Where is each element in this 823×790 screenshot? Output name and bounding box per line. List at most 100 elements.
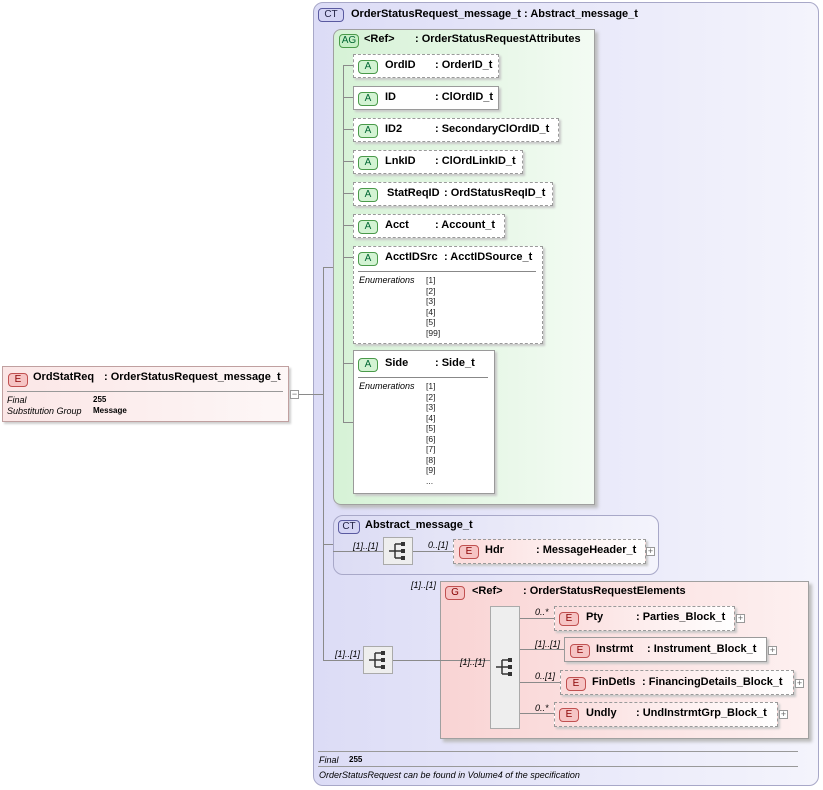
element-name: Undly — [586, 707, 617, 719]
enum-value: [8] — [426, 454, 436, 465]
enum-value: [3] — [426, 296, 436, 306]
footer-final-value: 255 — [349, 755, 363, 764]
attribute-type: : OrderID_t — [435, 59, 493, 71]
attribute-type: : AcctIDSource_t — [444, 251, 533, 263]
enumerations-label: Enumerations — [359, 381, 415, 391]
attribute-badge: A — [358, 60, 378, 74]
prop-value-final: 255 — [93, 395, 107, 404]
prop-label-final: Final — [7, 395, 27, 405]
attribute-type: : SecondaryClOrdID_t — [435, 123, 550, 135]
enum-value: [2] — [426, 391, 436, 402]
element-instrmt[interactable]: E Instrmt : Instrument_Block_t — [564, 637, 767, 662]
enum-value: [5] — [426, 317, 436, 327]
sequence-compositor[interactable] — [383, 537, 413, 565]
attribute-statreqid[interactable]: A StatReqID : OrdStatusReqID_t — [353, 182, 553, 206]
attribute-type: : OrdStatusReqID_t — [444, 187, 546, 199]
element-undly[interactable]: E Undly : UndInstrmtGrp_Block_t — [554, 702, 778, 727]
element-type: : Parties_Block_t — [636, 611, 726, 623]
inner-sequence-compositor[interactable] — [490, 606, 520, 729]
attribute-name: LnkID — [385, 155, 416, 167]
element-cardinality: 0..* — [535, 607, 549, 617]
divider — [318, 751, 798, 752]
attribute-ordid[interactable]: A OrdID : OrderID_t — [353, 54, 499, 78]
root-element-type: : OrderStatusRequest_message_t — [104, 371, 281, 383]
connector — [299, 394, 323, 395]
connector — [520, 713, 554, 714]
enum-value: [2] — [426, 285, 436, 296]
element-cardinality: 0..[1] — [535, 671, 556, 681]
element-badge: E — [559, 708, 579, 722]
element-badge: E — [559, 612, 579, 626]
attribute-badge: A — [358, 124, 378, 138]
footnote: OrderStatusRequest can be found in Volum… — [319, 770, 580, 780]
connector — [343, 225, 353, 226]
attribute-name: Acct — [385, 219, 409, 231]
sequence-icon — [389, 542, 405, 560]
attribute-acct[interactable]: A Acct : Account_t — [353, 214, 505, 238]
attribute-side[interactable]: A Side : Side_t Enumerations [1] [2] [3]… — [353, 350, 495, 494]
enum-value: [1] — [426, 275, 436, 285]
element-badge: E — [459, 545, 479, 559]
root-element-box[interactable]: E OrdStatReq : OrderStatusRequest_messag… — [2, 366, 289, 422]
divider — [318, 766, 798, 767]
element-type: : Instrument_Block_t — [647, 643, 757, 655]
attribute-id[interactable]: A ID : ClOrdID_t — [353, 86, 499, 110]
enum-value: [4] — [426, 412, 436, 423]
element-type: : MessageHeader_t — [536, 544, 637, 556]
attribute-badge: A — [358, 252, 378, 266]
collapse-toggle[interactable]: − — [290, 389, 299, 399]
connector — [343, 65, 353, 66]
attribute-lnkid[interactable]: A LnkID : ClOrdLinkID_t — [353, 150, 523, 174]
expand-toggle[interactable]: + — [736, 613, 745, 623]
element-type: : FinancingDetails_Block_t — [642, 676, 783, 688]
connector — [333, 551, 383, 552]
element-cardinality: 0..[1] — [428, 540, 449, 550]
element-badge: E — [8, 373, 28, 387]
connector — [343, 257, 353, 258]
attribute-badge: A — [358, 220, 378, 234]
expand-toggle[interactable]: + — [768, 645, 777, 655]
attribute-name: StatReqID — [387, 187, 440, 199]
attribute-acctidsrc[interactable]: A AcctIDSrc : AcctIDSource_t Enumeration… — [353, 246, 543, 344]
abstract-badge: CT — [338, 520, 360, 534]
expand-toggle[interactable]: + — [795, 678, 804, 688]
divider — [358, 377, 488, 378]
divider — [7, 391, 283, 392]
enumerations-label: Enumerations — [359, 275, 415, 285]
element-cardinality: [1]..[1] — [535, 639, 561, 649]
divider — [358, 271, 536, 272]
expand-toggle[interactable]: + — [646, 546, 655, 556]
prop-value-substitution-group: Message — [93, 406, 127, 415]
attribute-badge: A — [358, 92, 378, 106]
footer-final-label: Final — [319, 755, 339, 765]
attribute-name: ID2 — [385, 123, 403, 135]
attribute-badge: A — [358, 188, 378, 202]
connector — [393, 660, 490, 661]
enum-value: [7] — [426, 444, 436, 454]
attribute-badge: A — [358, 358, 378, 372]
connector — [343, 161, 353, 162]
expand-toggle[interactable]: + — [779, 709, 788, 719]
outer-sequence-compositor[interactable] — [363, 646, 393, 674]
element-hdr[interactable]: E Hdr : MessageHeader_t — [453, 539, 646, 564]
element-pty[interactable]: E Pty : Parties_Block_t — [554, 606, 735, 631]
group-badge: G — [445, 586, 465, 600]
element-badge: E — [566, 677, 586, 691]
attribute-id2[interactable]: A ID2 : SecondaryClOrdID_t — [353, 118, 559, 142]
sequence-icon — [496, 658, 512, 676]
element-type: : UndInstrmtGrp_Block_t — [636, 707, 767, 719]
connector — [520, 649, 564, 650]
connector — [323, 544, 333, 545]
connector — [413, 551, 453, 552]
connector — [343, 363, 353, 364]
enum-value: [99] — [426, 327, 441, 338]
inner-sequence-cardinality: [1]..[1] — [460, 657, 486, 667]
attribute-name: AcctIDSrc — [385, 251, 438, 263]
connector — [343, 97, 353, 98]
element-badge: E — [570, 644, 590, 658]
attribute-type: : ClOrdID_t — [435, 91, 494, 103]
group-type: : OrderStatusRequestElements — [523, 585, 686, 597]
attribute-type: : Account_t — [435, 219, 496, 231]
element-findetls[interactable]: E FinDetls : FinancingDetails_Block_t — [560, 670, 794, 695]
element-name: Instrmt — [596, 643, 634, 655]
